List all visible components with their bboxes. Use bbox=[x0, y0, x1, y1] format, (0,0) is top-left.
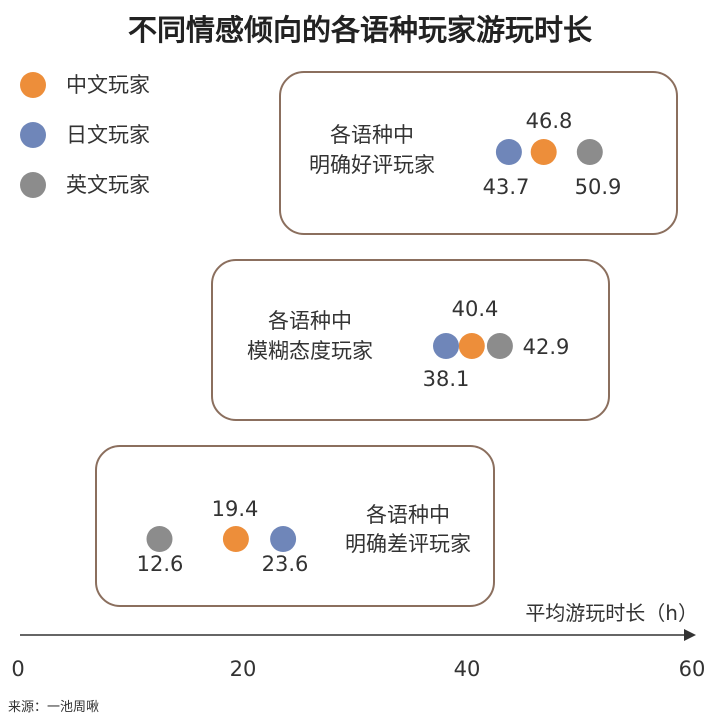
legend-swatch-chinese bbox=[20, 72, 46, 98]
x-axis: 平均游玩时长（h） 0 20 40 60 bbox=[11, 601, 705, 681]
value-label-japanese: 43.7 bbox=[483, 175, 530, 199]
point-english bbox=[146, 526, 173, 552]
chart-title: 不同情感倾向的各语种玩家游玩时长 bbox=[128, 13, 593, 47]
group-box bbox=[95, 445, 495, 607]
x-tick-label: 60 bbox=[679, 657, 706, 681]
group-negative: 各语种中 明确差评玩家 19.4 23.6 12.6 bbox=[95, 445, 495, 607]
x-tick-label: 0 bbox=[11, 657, 24, 681]
legend: 中文玩家 日文玩家 英文玩家 bbox=[20, 72, 150, 198]
group-box bbox=[211, 259, 610, 421]
group-label-line1: 各语种中 bbox=[268, 309, 352, 333]
group-label-line2: 明确好评玩家 bbox=[309, 153, 435, 177]
legend-swatch-japanese bbox=[20, 122, 46, 148]
value-label-japanese: 23.6 bbox=[262, 552, 309, 576]
group-neutral: 各语种中 模糊态度玩家 40.4 38.1 42.9 bbox=[211, 259, 610, 421]
legend-swatch-english bbox=[20, 172, 46, 198]
point-chinese bbox=[458, 333, 485, 359]
point-english bbox=[576, 139, 603, 165]
group-positive: 各语种中 明确好评玩家 46.8 43.7 50.9 bbox=[279, 71, 678, 235]
point-chinese bbox=[222, 526, 249, 552]
point-japanese bbox=[495, 139, 522, 165]
value-label-english: 12.6 bbox=[137, 552, 184, 576]
point-chinese bbox=[530, 139, 557, 165]
group-box bbox=[279, 71, 678, 235]
value-label-japanese: 38.1 bbox=[423, 367, 470, 391]
x-tick-label: 20 bbox=[230, 657, 257, 681]
legend-label-japanese: 日文玩家 bbox=[66, 123, 150, 147]
group-label-line2: 模糊态度玩家 bbox=[247, 339, 373, 363]
x-axis-label: 平均游玩时长（h） bbox=[525, 601, 698, 625]
group-label-line2: 明确差评玩家 bbox=[345, 532, 471, 556]
point-japanese bbox=[433, 333, 459, 359]
group-label-line1: 各语种中 bbox=[330, 123, 414, 147]
legend-label-chinese: 中文玩家 bbox=[66, 73, 150, 97]
source-note: 来源：一池周啾 bbox=[8, 700, 99, 715]
value-label-chinese: 40.4 bbox=[452, 297, 499, 321]
value-label-english: 42.9 bbox=[523, 335, 570, 359]
group-label-line1: 各语种中 bbox=[366, 503, 450, 527]
value-label-chinese: 19.4 bbox=[212, 497, 259, 521]
x-axis-arrow-icon bbox=[684, 629, 696, 641]
point-japanese bbox=[270, 526, 297, 552]
x-tick-label: 40 bbox=[454, 657, 481, 681]
value-label-chinese: 46.8 bbox=[526, 109, 573, 133]
point-english bbox=[486, 333, 513, 359]
legend-label-english: 英文玩家 bbox=[66, 173, 150, 197]
value-label-english: 50.9 bbox=[575, 175, 622, 199]
